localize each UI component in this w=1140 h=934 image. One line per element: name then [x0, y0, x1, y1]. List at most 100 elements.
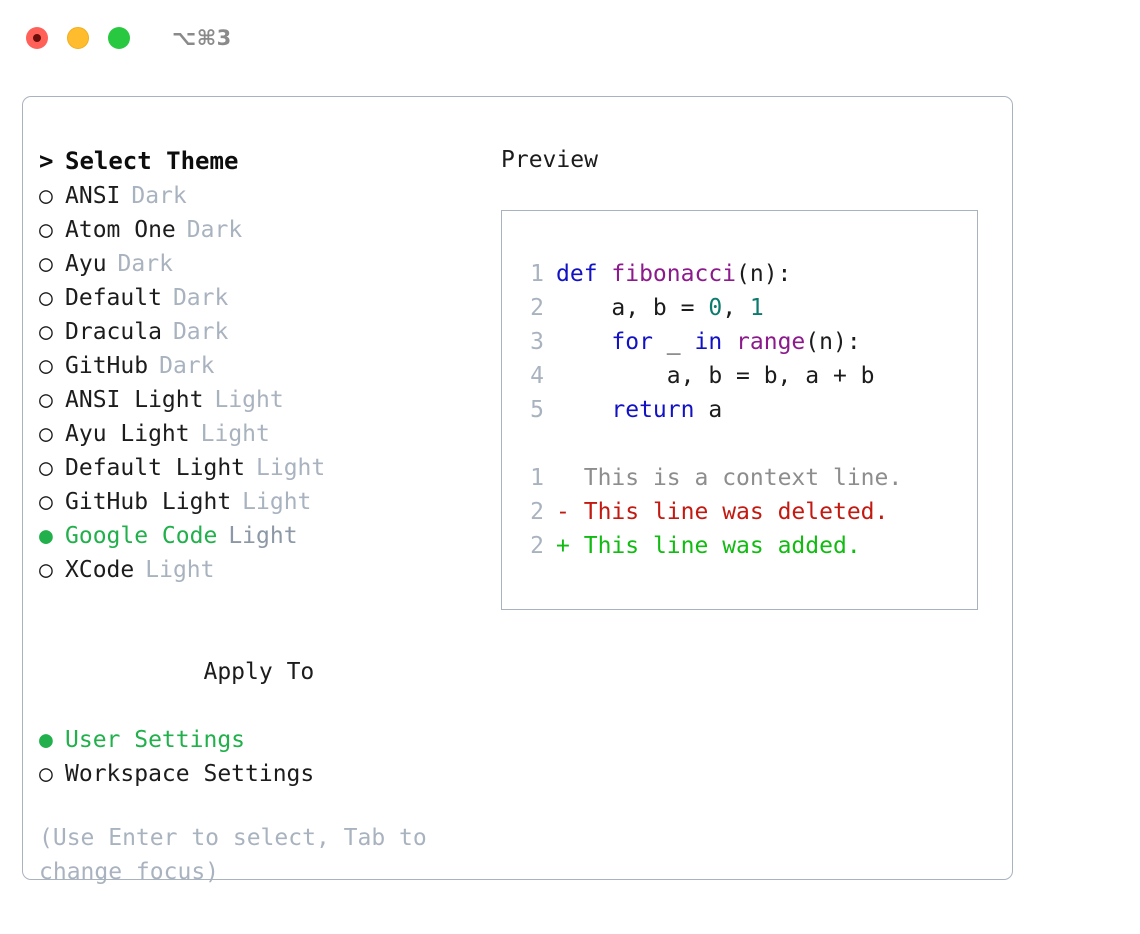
code-token-plain: (n):	[805, 329, 861, 355]
apply-to-header: Apply To	[39, 621, 489, 723]
code-token-plain	[556, 329, 611, 355]
diff-line-text: This is a context line.	[583, 465, 903, 491]
apply-to-option-label: Workspace Settings	[65, 761, 315, 787]
focus-marker-icon: >	[39, 147, 54, 175]
radio-unselected-icon: ○	[39, 761, 53, 787]
code-line-content: return a	[556, 393, 722, 427]
close-button-icon[interactable]	[26, 27, 48, 49]
traffic-lights	[26, 27, 130, 49]
titlebar: ⌥⌘3	[0, 0, 1140, 76]
theme-option-default-light[interactable]: ○ Default Light Light	[39, 451, 489, 485]
theme-option-variant: Light	[214, 387, 284, 413]
theme-option-name: Default	[65, 285, 162, 311]
apply-to-option-label: User Settings	[65, 727, 246, 753]
apply-to-marker-spacer	[177, 655, 203, 689]
theme-option-variant: Light	[242, 489, 312, 515]
minimize-button-icon[interactable]	[67, 27, 89, 49]
diff-line-content: This is a context line.	[556, 461, 903, 495]
code-token-keyword: for	[611, 329, 653, 355]
diff-prefix-spacer	[570, 465, 584, 491]
diff-prefix-spacer	[570, 533, 584, 559]
diff-prefix-marker: -	[556, 499, 570, 525]
keyboard-hint-text: (Use Enter to select, Tab to change focu…	[39, 825, 427, 885]
radio-unselected-icon: ○	[39, 319, 53, 345]
theme-option-name: Dracula	[65, 319, 162, 345]
diff-line-text: This line was deleted.	[583, 499, 889, 525]
code-token-plain: a, b = b, a + b	[556, 363, 875, 389]
diff-line-deleted: 2- This line was deleted.	[520, 495, 977, 529]
diff-line-number: 2	[530, 499, 544, 525]
keyboard-shortcut-label: ⌥⌘3	[172, 26, 232, 50]
diff-prefix-spacer	[570, 499, 584, 525]
preview-label: Preview	[501, 147, 598, 173]
code-token-plain: ,	[722, 295, 750, 321]
diff-line-content: - This line was deleted.	[556, 495, 888, 529]
code-line-number: 3	[530, 329, 544, 355]
code-token-plain	[722, 329, 736, 355]
code-token-function: range	[736, 329, 806, 355]
radio-unselected-icon: ○	[39, 217, 53, 243]
code-line-content: def fibonacci(n):	[556, 257, 791, 291]
radio-unselected-icon: ○	[39, 421, 53, 447]
code-line: 1 def fibonacci(n):	[520, 257, 977, 291]
code-token-plain: _	[652, 329, 695, 355]
code-line-number: 1	[530, 261, 544, 287]
theme-option-variant: Light	[228, 523, 298, 549]
code-line: 5 return a	[520, 393, 977, 427]
theme-option-name: ANSI Light	[65, 387, 204, 413]
section-spacer	[39, 587, 489, 621]
theme-option-variant: Light	[256, 455, 326, 481]
theme-option-name: Default Light	[65, 455, 246, 481]
recording-dot-icon	[33, 34, 41, 42]
code-token-plain: (n):	[736, 261, 792, 287]
select-theme-header-label: Select Theme	[65, 147, 239, 175]
diff-line-number: 1	[530, 465, 544, 491]
radio-unselected-icon: ○	[39, 455, 53, 481]
code-line: 2 a, b = 0, 1	[520, 291, 977, 325]
theme-option-variant: Dark	[186, 217, 243, 243]
apply-to-list: ●User Settings ○ Workspace Settings	[39, 723, 489, 791]
code-line: 4 a, b = b, a + b	[520, 359, 977, 393]
theme-option-name: ANSI	[65, 183, 121, 209]
code-token-keyword: in	[694, 329, 723, 355]
code-line-number: 2	[530, 295, 544, 321]
theme-option-atom-one[interactable]: ○ Atom One Dark	[39, 213, 489, 247]
apply-to-option-user-settings[interactable]: ●User Settings	[39, 723, 489, 757]
diff-prefix-marker	[556, 465, 570, 491]
theme-option-ayu-light[interactable]: ○ Ayu Light Light	[39, 417, 489, 451]
radio-unselected-icon: ○	[39, 285, 53, 311]
code-token-plain: a	[694, 397, 723, 423]
theme-option-name: Google Code	[65, 523, 218, 549]
theme-option-name: Ayu Light	[65, 421, 190, 447]
code-token-keyword: return	[611, 397, 695, 423]
apply-to-header-label: Apply To	[203, 659, 315, 685]
maximize-button-icon[interactable]	[108, 27, 130, 49]
theme-option-name: XCode	[65, 557, 135, 583]
theme-option-variant: Dark	[117, 251, 173, 277]
diff-line-content: + This line was added.	[556, 529, 861, 563]
code-line: 3 for _ in range(n):	[520, 325, 977, 359]
code-token-plain: a, b =	[556, 295, 709, 321]
diff-line-text: This line was added.	[583, 533, 861, 559]
diff-line-number: 2	[530, 533, 544, 559]
theme-option-name: Atom One	[65, 217, 176, 243]
radio-unselected-icon: ○	[39, 489, 53, 515]
code-token-plain	[556, 397, 611, 423]
diff-prefix-marker: +	[556, 533, 570, 559]
theme-option-variant: Light	[200, 421, 270, 447]
apply-to-option-workspace-settings[interactable]: ○ Workspace Settings	[39, 757, 489, 791]
